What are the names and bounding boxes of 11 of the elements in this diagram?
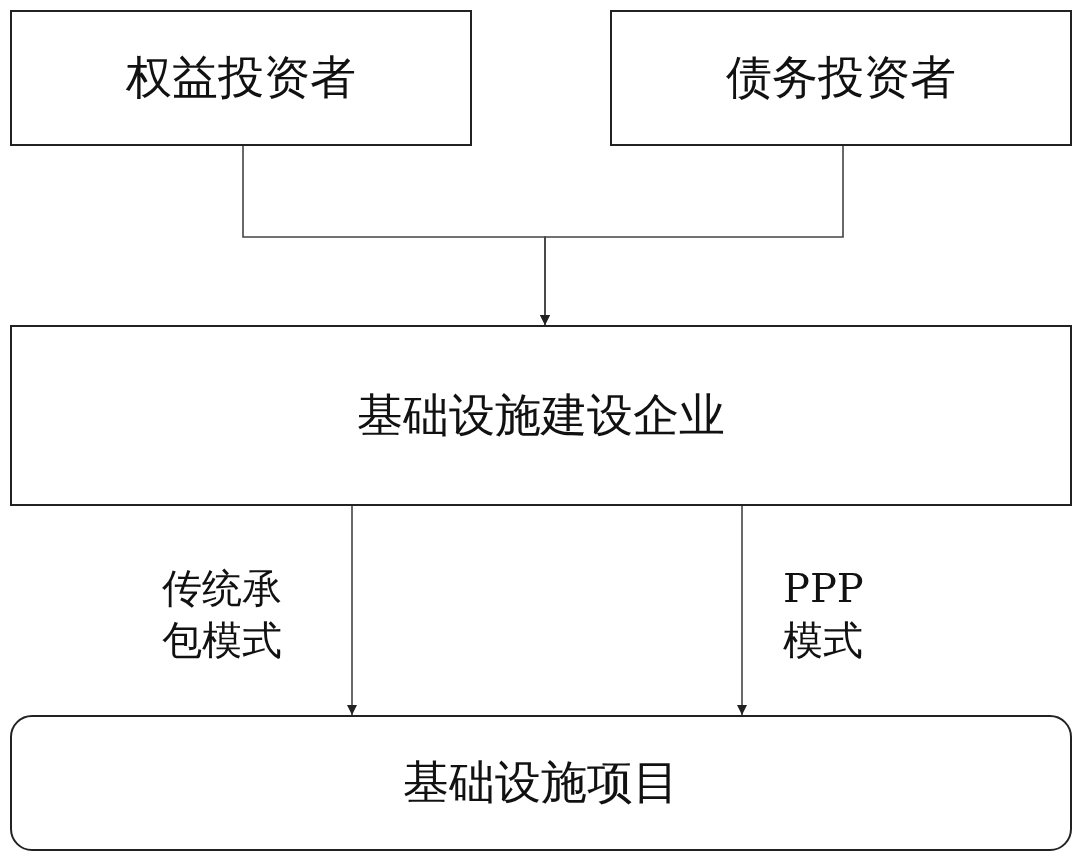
node-label: 基础设施项目 bbox=[403, 754, 679, 811]
process-box bbox=[10, 325, 1072, 506]
arrow bbox=[540, 145, 844, 326]
process-box bbox=[610, 10, 1072, 146]
node-label: 基础设施建设企业 bbox=[357, 386, 725, 444]
node-label: 债务投资者 bbox=[726, 49, 956, 106]
process-box bbox=[10, 10, 472, 146]
arrow bbox=[737, 505, 747, 716]
rounded-box bbox=[10, 715, 1072, 851]
arrow bbox=[347, 505, 357, 716]
node-label: 权益投资者 bbox=[126, 49, 356, 106]
